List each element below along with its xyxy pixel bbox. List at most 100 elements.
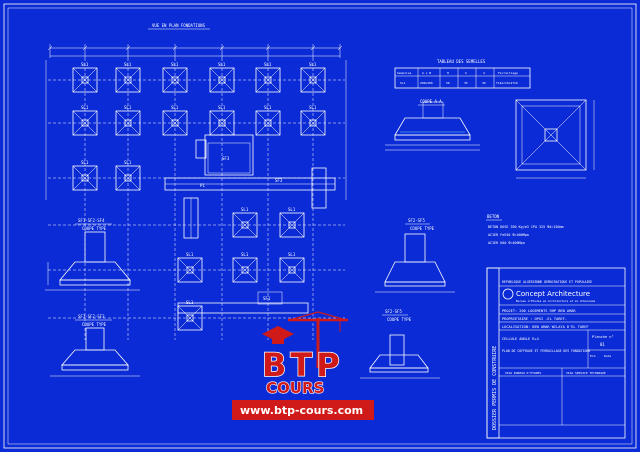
footing-label: SL1: [309, 62, 317, 67]
footing-label: SL1: [124, 105, 132, 110]
sf-label-3: SF3: [222, 156, 230, 161]
republic-text: REPUBLIQUE ALGERIENNE DEMOCRATIQUE ET PO…: [502, 280, 592, 284]
table-cell-1: 200x200: [420, 81, 433, 85]
table-header-1: A x B: [422, 71, 431, 75]
footing: SL1: [72, 105, 98, 136]
title-block: DOSSIER PERMIS DE CONSTRUIRE REPUBLIQUE …: [486, 267, 626, 439]
section-sf1-sub: COUPE TYPE: [82, 226, 107, 231]
footing: SL1: [279, 207, 305, 238]
section-sf4-sub: COUPE TYPE: [387, 317, 412, 322]
footing-label: SL1: [124, 62, 132, 67]
owner-name: PROPRIETAIRE : OPGI -EL TAREF-: [502, 317, 567, 321]
table-cell-5: T14e=15x2T16: [496, 81, 518, 85]
section-sf2-title: SF2-SF5: [408, 218, 425, 223]
bloc-name: CELLULE ANGLE R+4: [502, 337, 539, 341]
footing: SL1: [72, 62, 98, 93]
grid-axes: [45, 58, 347, 340]
section-aa-title: COUPE A-A: [420, 99, 442, 104]
firm-sub: Bureau d'Etudes en Architecture et en Ur…: [516, 299, 595, 303]
sheet-border: [3, 3, 637, 449]
footing-detail-plan: [515, 99, 595, 179]
footing: SL1: [300, 105, 326, 136]
footing: SL1: [300, 62, 326, 93]
table-header-0: Semelles: [397, 71, 412, 75]
section-sf1: SF1-SF2-SF4 COUPE TYPE: [45, 218, 140, 291]
beton-note-3: ACIER HA0 Ф=400Mpa: [488, 241, 525, 245]
btp-logo-text: BTP: [262, 346, 344, 384]
footing-label: SL1: [81, 105, 89, 110]
cours-text: COURS: [266, 379, 324, 397]
sf-label-3b: SF3: [275, 178, 283, 183]
url-banner[interactable]: [232, 400, 374, 420]
central-beam-area: SF3: [195, 134, 254, 176]
table-header-2: H: [447, 71, 449, 75]
section-sf4-title: SF2-SF5: [385, 309, 402, 314]
dimension-top: [50, 47, 340, 57]
footing: SL1: [279, 252, 305, 283]
graduation-cap-icon: [262, 326, 294, 344]
section-sf1-title: SF1-SF2-SF4: [78, 218, 105, 223]
firm-logo-icon: [502, 288, 514, 300]
beton-notes: BETON BETON DOSE 350 Kg/m3 CPA 325 Ф4=15…: [486, 214, 564, 245]
planche-label: Planche n°: [592, 335, 614, 339]
vertical-band: [183, 167, 327, 239]
footing: SL1: [115, 105, 141, 136]
footing-label: SL1: [171, 62, 179, 67]
footing: SL1: [177, 300, 203, 331]
sf-label-1: SF1: [263, 296, 271, 301]
planche-number: 01: [600, 342, 605, 347]
section-aa: COUPE A-A: [385, 99, 480, 151]
longrine-band: P1 SF3: [164, 177, 336, 191]
sheet-inner-border: [7, 7, 633, 445]
firm-name: Concept Architecture: [516, 290, 590, 298]
footing-label: SL1: [241, 252, 249, 257]
footing-label: SL1: [124, 160, 132, 165]
footing: SL1: [209, 62, 235, 93]
footing-label: SL1: [171, 105, 179, 110]
footing: SL1: [232, 207, 258, 238]
visa-service: VISA SERVICE TECHNIQUE: [566, 371, 606, 375]
footing-label: SL1: [264, 62, 272, 67]
table-cell-0: SL1: [400, 81, 406, 85]
footing: SL1: [115, 62, 141, 93]
section-sf3-sub: COUPE TYPE: [82, 322, 107, 327]
section-sf3: SF1-SF2-SF3 COUPE TYPE: [50, 314, 140, 377]
footing: SL1: [162, 62, 188, 93]
footing: SL1: [255, 105, 281, 136]
project-name: PROJET: 200 LOGEMENTS RHP BEN AMAR: [502, 309, 576, 313]
scale-label: Ech: [590, 354, 596, 358]
footing: SL1: [232, 252, 258, 283]
footing: SL1: [177, 252, 203, 283]
table-cell-4: 30: [482, 81, 486, 85]
footing-label: SL1: [81, 160, 89, 165]
plan-title-block: PLAN DE COFFRAGE ET FERRAILLAGE DES FOND…: [502, 349, 590, 353]
section-sf2: SF2-SF5 COUPE TYPE: [375, 218, 455, 293]
title-side-text: DOSSIER PERMIS DE CONSTRUIRE: [492, 346, 498, 430]
table-cell-2: 50: [446, 81, 450, 85]
beton-title: BETON: [487, 214, 500, 219]
location-name: LOCALISATION: BEN AMAR WILAYA D'EL TAREF: [502, 325, 589, 329]
url-text[interactable]: www.btp-cours.com: [240, 404, 363, 417]
footing-label: SL1: [309, 105, 317, 110]
btp-watermark: BTP COURS www.btp-cours.com: [232, 311, 374, 420]
beton-note-2: ACIER FeE40 Ф=400Mpa: [488, 233, 529, 237]
plan-title: VUE EN PLAN FONDATIONS: [152, 23, 206, 28]
visa-bureau: VISA BUREAU D'ETUDES: [505, 371, 541, 375]
footing-label: SL1: [241, 207, 249, 212]
footing: SL1: [162, 105, 188, 136]
footing: SL1: [255, 62, 281, 93]
poutre-label-1: P1: [200, 183, 205, 188]
section-sf3-title: SF1-SF2-SF3: [78, 314, 105, 319]
table-title: TABLEAU DES SEMELLES: [437, 59, 486, 64]
crane-icon: [288, 311, 348, 368]
section-sf4: SF2-SF5 COUPE TYPE: [360, 309, 440, 379]
footing-label: SL1: [264, 105, 272, 110]
footing-label: SL1: [218, 105, 226, 110]
table-cell-3: 35: [464, 81, 468, 85]
lower-beam: SF1: [177, 291, 309, 314]
footing-label: SL1: [218, 62, 226, 67]
footing-label: SL1: [186, 252, 194, 257]
